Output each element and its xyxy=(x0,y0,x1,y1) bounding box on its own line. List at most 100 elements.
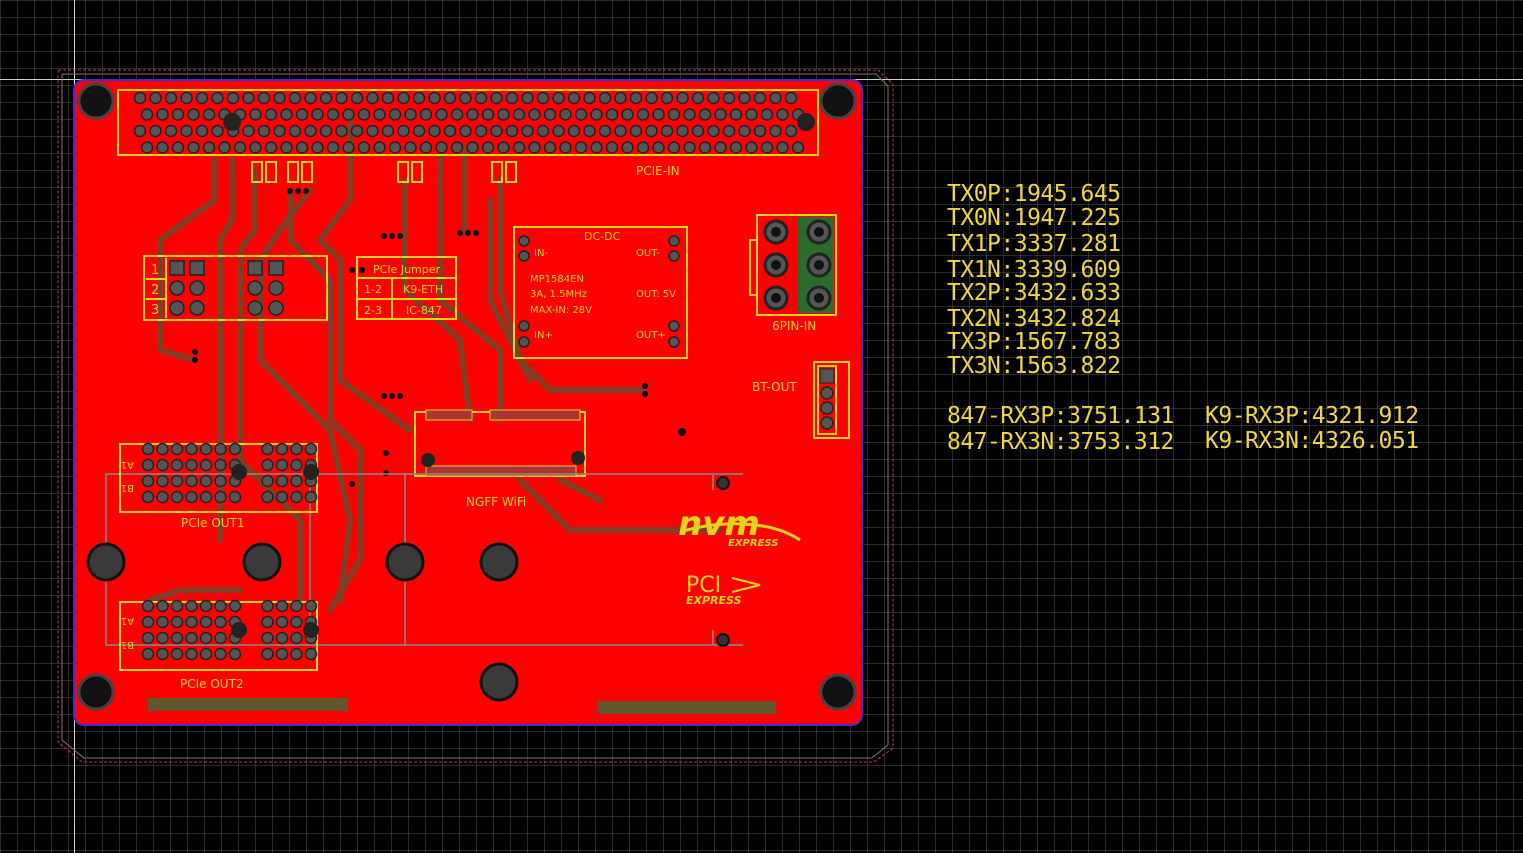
tx3n-length: TX3N:1563.822 xyxy=(947,353,1121,379)
pad xyxy=(676,124,689,138)
pcie-in-label: PCIE-IN xyxy=(636,164,680,178)
standoffs xyxy=(86,476,730,702)
pad xyxy=(247,300,263,316)
pad xyxy=(141,615,155,629)
pad xyxy=(304,91,317,105)
pad xyxy=(381,124,395,138)
pad xyxy=(275,474,289,488)
pad xyxy=(133,91,147,105)
pad xyxy=(218,141,231,154)
pad xyxy=(760,141,774,154)
pad xyxy=(667,141,681,154)
pcie-out2-slot[interactable]: A1 B1 PCIe OUT2 xyxy=(119,599,319,692)
dcdc-title: DC-DC xyxy=(584,230,621,243)
pad xyxy=(729,108,743,121)
pad xyxy=(273,124,286,138)
bt-out-connector[interactable]: BT-OUT xyxy=(752,361,850,439)
pad xyxy=(435,141,448,154)
pad xyxy=(521,91,534,105)
pad xyxy=(141,474,155,488)
pcie-in-header[interactable]: PCIE-IN xyxy=(117,89,819,178)
pad xyxy=(660,91,674,105)
pad xyxy=(261,442,274,456)
pad xyxy=(598,124,612,138)
pad xyxy=(249,141,262,154)
pad xyxy=(280,141,293,154)
board-outline-gray xyxy=(61,73,889,759)
six-pin-connector[interactable]: 6PIN-IN xyxy=(749,214,837,333)
pad xyxy=(497,141,510,154)
pad xyxy=(350,91,364,105)
pad xyxy=(141,647,155,661)
pad xyxy=(676,91,689,105)
pad xyxy=(202,108,216,121)
dcdc-module[interactable]: DC-DC IN- OUT- MP1584EN 3A, 1.5MHz OUT: … xyxy=(513,226,688,359)
pad xyxy=(707,124,720,138)
pad xyxy=(311,141,324,154)
pad xyxy=(199,442,213,456)
pad xyxy=(388,141,402,154)
pad xyxy=(156,141,169,154)
pad xyxy=(459,124,472,138)
pad xyxy=(228,647,242,661)
ngff-wifi-connector[interactable]: NGFF WiFi xyxy=(414,409,586,509)
capacitor-footprints xyxy=(251,161,517,183)
mounting-holes xyxy=(77,82,857,711)
pad xyxy=(536,91,550,105)
pad xyxy=(149,124,162,138)
pad xyxy=(304,124,317,138)
pad xyxy=(295,141,309,154)
pad xyxy=(185,458,198,472)
pad xyxy=(199,458,213,472)
pad xyxy=(211,91,224,105)
pad xyxy=(156,631,169,645)
pad xyxy=(326,108,340,121)
copper-traces xyxy=(147,117,723,613)
dcdc-out-plus: OUT+ xyxy=(636,330,666,341)
pad xyxy=(290,490,303,504)
pad xyxy=(214,599,227,613)
dcdc-out-voltage: OUT: 5V xyxy=(636,289,676,300)
pad xyxy=(605,108,619,121)
pad xyxy=(233,141,247,154)
pad xyxy=(738,124,751,138)
ngff-label: NGFF WiFi xyxy=(466,495,526,509)
out1-label: PCIe OUT1 xyxy=(181,516,245,530)
pad xyxy=(156,615,169,629)
pad xyxy=(304,599,318,613)
pad xyxy=(275,442,289,456)
pad xyxy=(261,615,274,629)
rx-847-3p-length: 847-RX3P:3751.131 xyxy=(947,403,1174,429)
pad xyxy=(660,124,674,138)
pci-express-logo: PCI EXPRESS xyxy=(686,573,761,607)
pad xyxy=(170,490,184,504)
pad xyxy=(214,647,227,661)
pcie-out1-slot[interactable]: A1 B1 PCIe OUT1 xyxy=(119,442,319,531)
out2-a1: A1 xyxy=(121,615,134,626)
pad xyxy=(170,599,184,613)
dcdc-in-minus: IN- xyxy=(534,248,548,259)
pad xyxy=(275,458,289,472)
pad xyxy=(304,442,318,456)
pad xyxy=(528,108,541,121)
pad xyxy=(543,108,557,121)
pad xyxy=(264,141,278,154)
pad xyxy=(667,108,681,121)
pad xyxy=(652,141,665,154)
pad xyxy=(202,141,216,154)
pad xyxy=(722,91,736,105)
jumper-pins-1: 1-2 xyxy=(364,283,382,296)
pad xyxy=(753,91,767,105)
pad xyxy=(247,260,263,276)
jumper-pin-block[interactable]: 1 2 3 xyxy=(143,255,328,321)
pad xyxy=(536,124,550,138)
pad xyxy=(275,631,289,645)
pad xyxy=(698,108,712,121)
out2-label: PCIe OUT2 xyxy=(180,677,244,691)
pad xyxy=(149,91,162,105)
pad xyxy=(574,141,588,154)
pad xyxy=(156,474,169,488)
pad xyxy=(598,91,612,105)
pad xyxy=(214,458,227,472)
